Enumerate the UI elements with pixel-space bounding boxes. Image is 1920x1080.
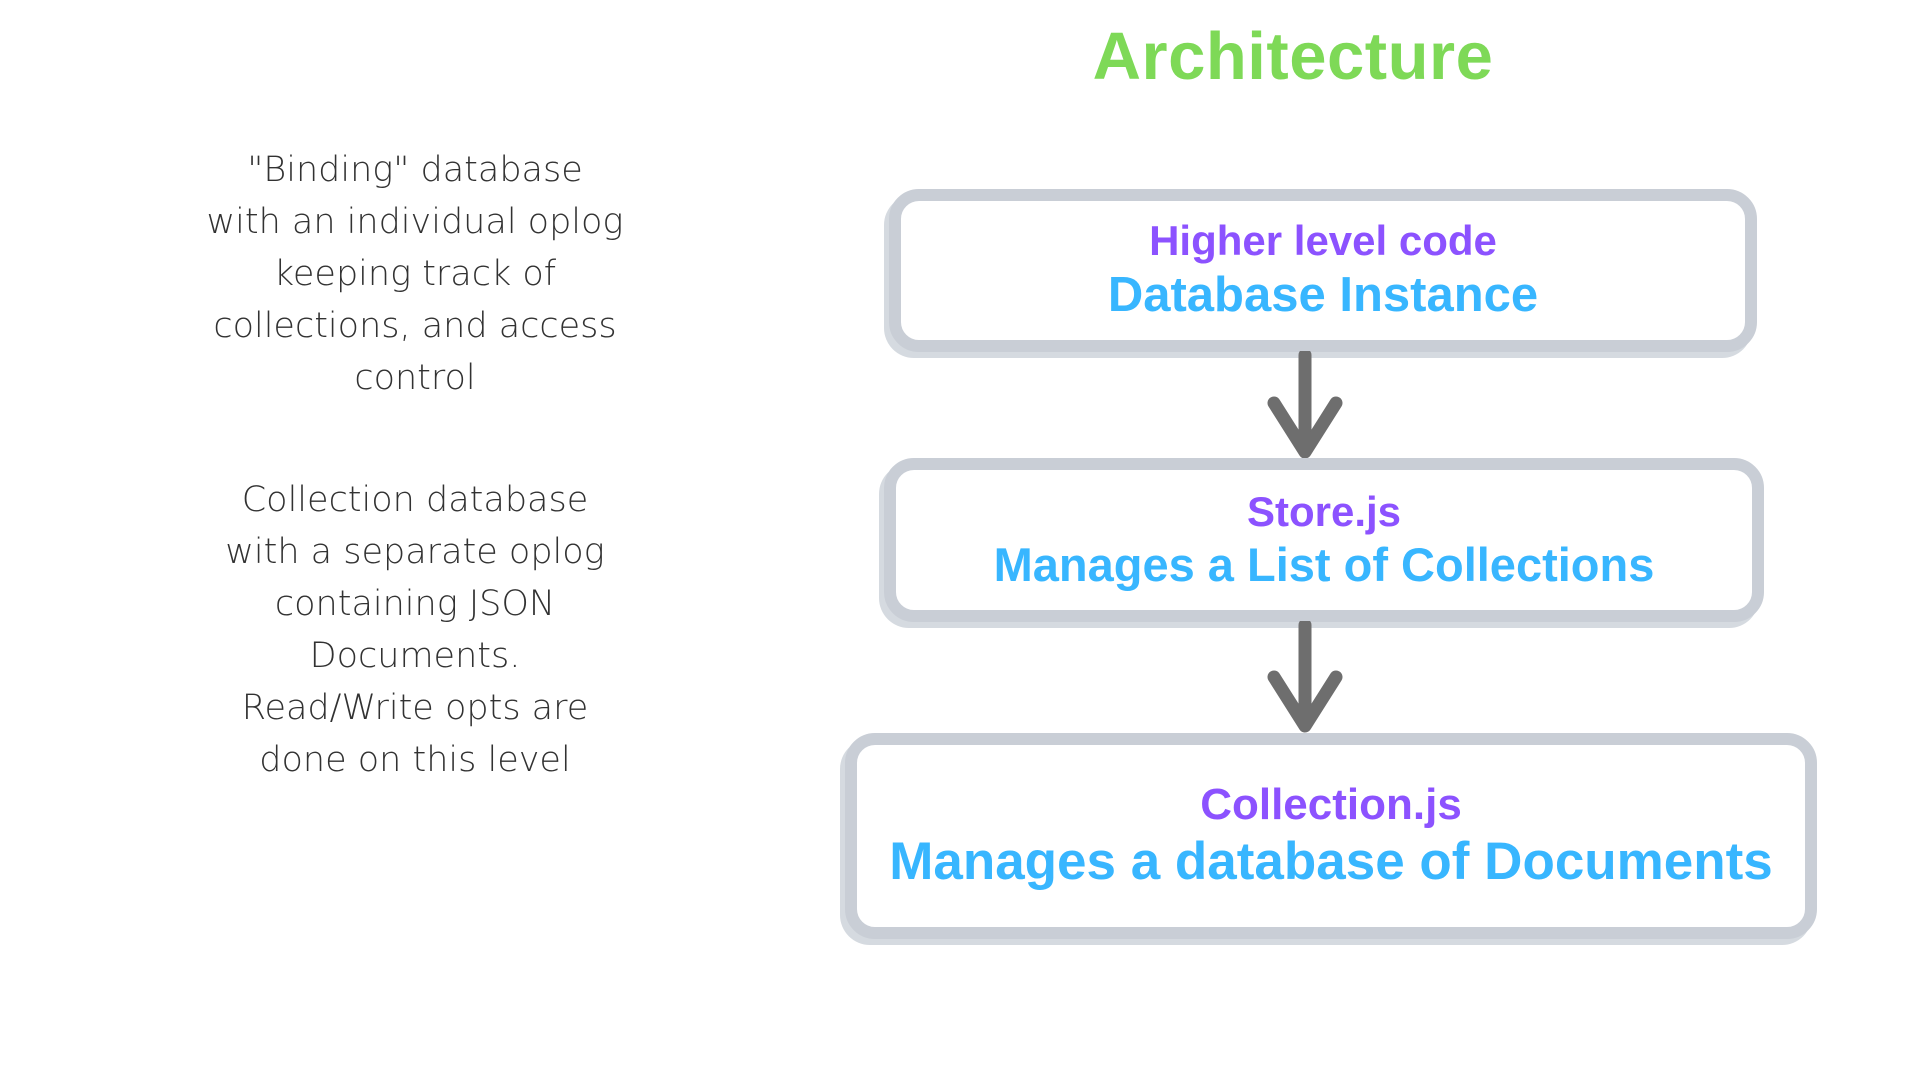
notes-column: "Binding" database with an individual op… xyxy=(145,144,685,786)
flow-box-database-instance: Higher level code Database Instance xyxy=(889,189,1757,352)
flow-box-collection-js: Collection.js Manages a database of Docu… xyxy=(845,733,1817,939)
flow-box-store-js: Store.js Manages a List of Collections xyxy=(884,458,1764,622)
down-arrow-icon xyxy=(1267,351,1343,459)
down-arrow-icon xyxy=(1267,621,1343,733)
page-title: Architecture xyxy=(1092,19,1494,94)
box-heading: Store.js xyxy=(1246,488,1402,536)
box-subheading: Manages a database of Documents xyxy=(889,832,1773,892)
box-heading: Collection.js xyxy=(1200,779,1462,829)
note-paragraph-binding-database: "Binding" database with an individual op… xyxy=(206,150,624,398)
box-subheading: Database Instance xyxy=(1107,267,1539,322)
note-paragraph-collection-database: Collection database with a separate oplo… xyxy=(225,480,605,780)
box-subheading: Manages a List of Collections xyxy=(993,538,1655,592)
box-heading: Higher level code xyxy=(1149,217,1497,265)
